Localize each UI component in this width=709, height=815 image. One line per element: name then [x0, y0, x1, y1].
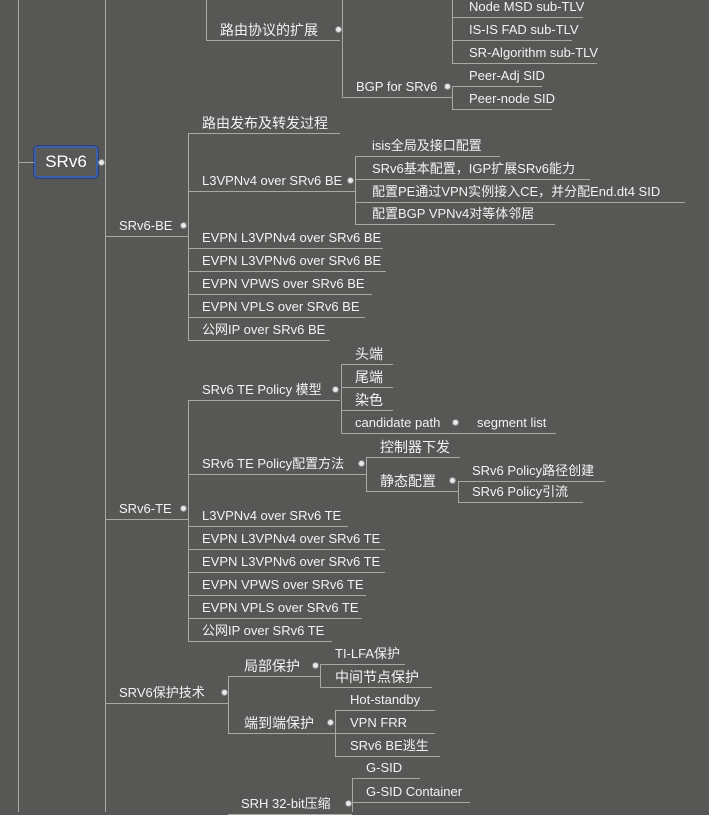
topic-node[interactable]: Peer-Adj SID — [452, 66, 545, 87]
topic-node[interactable]: Hot-standby — [335, 690, 435, 711]
topic-node[interactable]: SRv6-BE — [105, 216, 188, 237]
topic-node[interactable]: L3VPNv4 over SRv6 TE — [188, 506, 348, 527]
collapse-toggle[interactable] — [347, 177, 354, 184]
connector-line — [206, 0, 207, 40]
topic-node[interactable]: 公网IP over SRv6 BE — [188, 320, 330, 341]
topic-node[interactable]: 局部保护 — [228, 656, 320, 677]
topic-node[interactable]: TI-LFA保护 — [320, 644, 405, 665]
connector-line — [18, 0, 19, 812]
topic-node[interactable]: BGP for SRv6 — [342, 77, 452, 98]
topic-node[interactable]: EVPN L3VPNv6 over SRv6 BE — [188, 251, 386, 272]
topic-node[interactable]: G-SID Container — [352, 782, 470, 803]
topic-node[interactable]: candidate path — [341, 413, 462, 434]
collapse-toggle[interactable] — [221, 689, 228, 696]
connector-line — [105, 0, 106, 812]
topic-node[interactable]: EVPN VPWS over SRv6 TE — [188, 575, 366, 596]
topic-node[interactable]: 头端 — [341, 344, 393, 365]
topic-node[interactable]: 路由发布及转发过程 — [188, 113, 340, 134]
topic-node[interactable]: EVPN VPLS over SRv6 TE — [188, 598, 362, 619]
collapse-toggle[interactable] — [312, 662, 319, 669]
collapse-toggle[interactable] — [332, 386, 339, 393]
topic-node[interactable]: isis全局及接口配置 — [355, 136, 500, 157]
topic-node[interactable]: SRv6 TE Policy 模型 — [188, 380, 340, 401]
topic-node[interactable]: SRv6-TE — [105, 499, 188, 520]
collapse-toggle[interactable] — [452, 419, 459, 426]
topic-node[interactable]: SR-Algorithm sub-TLV — [452, 43, 598, 64]
topic-node[interactable]: 公网IP over SRv6 TE — [188, 621, 332, 642]
topic-node[interactable]: SRv6 TE Policy配置方法 — [188, 454, 366, 475]
topic-node[interactable]: 配置PE通过VPN实例接入CE，并分配End.dt4 SID — [355, 182, 685, 203]
topic-node[interactable]: G-SID — [352, 758, 420, 779]
collapse-toggle[interactable] — [358, 460, 365, 467]
topic-node[interactable]: Peer-node SID — [452, 89, 555, 110]
collapse-toggle[interactable] — [98, 159, 105, 166]
collapse-toggle[interactable] — [444, 83, 451, 90]
collapse-toggle[interactable] — [449, 477, 456, 484]
topic-node[interactable]: SRv6基本配置，IGP扩展SRv6能力 — [355, 159, 590, 180]
connector-line — [366, 457, 367, 491]
connector-line — [320, 664, 321, 687]
topic-node[interactable]: 端到端保护 — [228, 713, 335, 734]
topic-node[interactable]: EVPN VPLS over SRv6 BE — [188, 297, 365, 318]
topic-node[interactable]: EVPN L3VPNv4 over SRv6 BE — [188, 228, 383, 249]
topic-node[interactable]: Node MSD sub-TLV — [452, 0, 584, 18]
topic-node[interactable]: EVPN VPWS over SRv6 BE — [188, 274, 372, 295]
collapse-toggle[interactable] — [327, 719, 334, 726]
connector-line — [188, 400, 189, 641]
connector-line — [18, 162, 34, 163]
topic-node[interactable]: EVPN L3VPNv6 over SRv6 TE — [188, 552, 385, 573]
collapse-toggle[interactable] — [180, 222, 187, 229]
collapse-toggle[interactable] — [335, 26, 342, 33]
connector-line — [188, 133, 189, 340]
topic-node[interactable]: SRV6保护技术 — [105, 683, 228, 704]
connector-line — [228, 676, 229, 733]
topic-node[interactable]: SRv6 BE逃生 — [335, 736, 440, 757]
root-node-srv6[interactable]: SRv6 — [34, 146, 98, 178]
connector-line — [341, 364, 342, 433]
collapse-toggle[interactable] — [345, 800, 352, 807]
collapse-toggle[interactable] — [180, 505, 187, 512]
connector-line — [342, 0, 343, 97]
connector-line — [352, 778, 353, 812]
topic-node[interactable]: SRv6 Policy路径创建 — [458, 461, 605, 482]
topic-node[interactable]: 染色 — [341, 390, 393, 411]
topic-node[interactable]: segment list — [462, 413, 556, 434]
connector-line — [355, 156, 356, 224]
connector-line — [452, 86, 453, 109]
topic-node[interactable]: SRv6 Policy引流 — [458, 482, 583, 503]
topic-node[interactable]: L3VPNv4 over SRv6 BE — [188, 171, 355, 192]
topic-node[interactable]: 中间节点保护 — [320, 667, 432, 688]
topic-node[interactable]: 静态配置 — [366, 471, 458, 492]
connector-line — [458, 481, 459, 502]
topic-node[interactable]: IS-IS FAD sub-TLV — [452, 20, 579, 41]
topic-node[interactable]: EVPN L3VPNv4 over SRv6 TE — [188, 529, 385, 550]
topic-node[interactable]: 尾端 — [341, 367, 393, 388]
topic-node[interactable]: VPN FRR — [335, 713, 435, 734]
topic-node[interactable]: 配置BGP VPNv4对等体邻居 — [355, 204, 555, 225]
connector-line — [452, 0, 453, 63]
topic-node[interactable]: 控制器下发 — [366, 437, 460, 458]
topic-node[interactable]: 路由协议的扩展 — [206, 20, 340, 41]
